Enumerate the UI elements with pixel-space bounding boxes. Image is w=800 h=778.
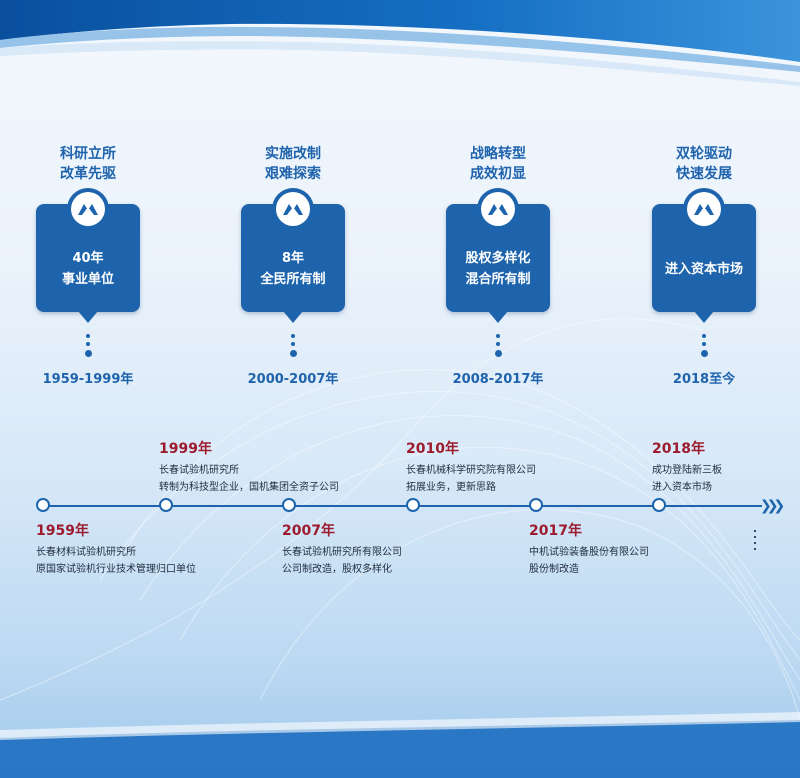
event-line-1: 中机试验装备股份有限公司 bbox=[529, 547, 649, 558]
stage-bubble: 股权多样化 混合所有制 bbox=[446, 188, 550, 323]
event-line-1: 长春材料试验机研究所 bbox=[36, 547, 136, 558]
event-1959: 1959年 长春材料试验机研究所 原国家试验机行业技术管理归口单位 bbox=[36, 522, 236, 578]
event-1999: 1999年 长春试验机研究所 转制为科技型企业，国机集团全资子公司 bbox=[159, 440, 359, 496]
event-year: 1959年 bbox=[36, 523, 89, 539]
stage-line-2: 全民所有制 bbox=[260, 272, 326, 287]
stage-line-1: 40年 bbox=[72, 251, 104, 266]
stage-dots bbox=[700, 334, 708, 361]
timeline-node-2010 bbox=[406, 498, 420, 512]
company-logo-icon bbox=[683, 188, 725, 230]
event-2010: 2010年 长春机械科学研究院有限公司 拓展业务，更新思路 bbox=[406, 440, 606, 496]
event-year: 2007年 bbox=[282, 523, 335, 539]
event-2018: 2018年 成功登陆新三板 进入资本市场 bbox=[652, 440, 792, 496]
event-line-2: 进入资本市场 bbox=[652, 482, 712, 493]
event-line-1: 成功登陆新三板 bbox=[652, 465, 722, 476]
stage-dots bbox=[289, 334, 297, 361]
stage-title: 科研立所 改革先驱 bbox=[60, 146, 116, 182]
continuation-ellipsis bbox=[754, 530, 757, 554]
company-logo-icon bbox=[272, 188, 314, 230]
timeline-node-2018 bbox=[652, 498, 666, 512]
stage-years: 2000-2007年 bbox=[247, 372, 339, 387]
stage-bubble: 8年 全民所有制 bbox=[241, 188, 345, 323]
event-line-2: 原国家试验机行业技术管理归口单位 bbox=[36, 564, 196, 575]
double-chevron-right-icon: ❯❯❯ bbox=[760, 498, 785, 514]
event-line-1: 长春试验机研究所有限公司 bbox=[282, 547, 402, 558]
event-line-1: 长春机械科学研究院有限公司 bbox=[406, 465, 536, 476]
stage-years: 2018至今 bbox=[672, 372, 736, 387]
event-2017: 2017年 中机试验装备股份有限公司 股份制改造 bbox=[529, 522, 729, 578]
timeline-node-1999 bbox=[159, 498, 173, 512]
stage-title: 战略转型 成效初显 bbox=[470, 146, 526, 182]
stage-dots bbox=[494, 334, 502, 361]
stage-bubble: 40年 事业单位 bbox=[36, 188, 140, 323]
event-year: 1999年 bbox=[159, 441, 212, 457]
timeline-node-2007 bbox=[282, 498, 296, 512]
stage-line-1: 股权多样化 bbox=[465, 251, 531, 266]
event-year: 2010年 bbox=[406, 441, 459, 457]
company-logo-icon bbox=[67, 188, 109, 230]
stage-title: 双轮驱动 快速发展 bbox=[676, 146, 732, 182]
stage-line-1: 8年 bbox=[281, 251, 305, 266]
stage-line-1: 进入资本市场 bbox=[664, 261, 743, 277]
event-line-1: 长春试验机研究所 bbox=[159, 465, 239, 476]
timeline-node-2017 bbox=[529, 498, 543, 512]
timeline-node-1959 bbox=[36, 498, 50, 512]
event-year: 2017年 bbox=[529, 523, 582, 539]
stage-title: 实施改制 艰难探索 bbox=[265, 146, 321, 182]
event-2007: 2007年 长春试验机研究所有限公司 公司制改造，股权多样化 bbox=[282, 522, 482, 578]
stage-bubble: 进入资本市场 bbox=[652, 188, 756, 323]
timeline-axis bbox=[42, 505, 762, 507]
event-line-2: 公司制改造，股权多样化 bbox=[282, 564, 392, 575]
event-line-2: 转制为科技型企业，国机集团全资子公司 bbox=[159, 482, 339, 493]
company-logo-icon bbox=[477, 188, 519, 230]
event-line-2: 拓展业务，更新思路 bbox=[406, 482, 496, 493]
event-year: 2018年 bbox=[652, 441, 705, 457]
stage-dots bbox=[84, 334, 92, 361]
stage-years: 1959-1999年 bbox=[42, 372, 134, 387]
event-line-2: 股份制改造 bbox=[529, 564, 579, 575]
stage-line-2: 事业单位 bbox=[61, 272, 114, 287]
stage-line-2: 混合所有制 bbox=[465, 272, 531, 287]
top-wave-decoration bbox=[0, 0, 800, 86]
stage-years: 2008-2017年 bbox=[452, 372, 544, 387]
